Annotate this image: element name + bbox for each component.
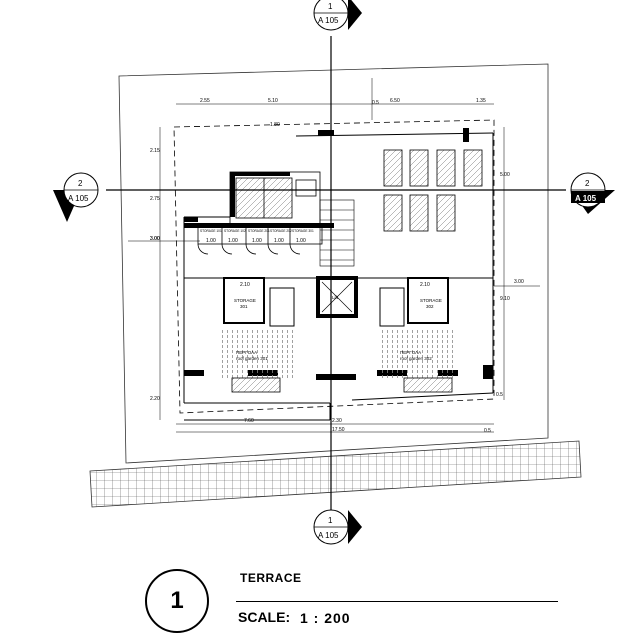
dim-top-stair: 1.80 <box>270 122 280 128</box>
dim-bottom-2: 2.30 <box>332 418 342 424</box>
street-strip <box>89 440 582 508</box>
pergola-302-label: ΠΕΡΓΟΛΑ <box>400 350 421 355</box>
storage-labels: STORAGE 101 STORAGE 102 STORAGE 201 STOR… <box>200 229 314 233</box>
detail-number-circle: 1 <box>145 569 209 633</box>
section-bottom-number: 1 <box>328 516 333 525</box>
plot-boundary <box>118 63 549 464</box>
storage-301-number: 301 <box>240 304 248 309</box>
storage-label-201: STORAGE 201 <box>248 229 270 233</box>
pergola-301-label: ΠΕΡΓΟΛΑ <box>236 350 257 355</box>
storage-302-number: 302 <box>426 304 434 309</box>
room-labels: STORAGE 301 STORAGE 302 ΠΕΡΓΟΛΑ roof gar… <box>234 295 442 361</box>
storage-label-102: STORAGE 102 <box>224 229 246 233</box>
dim-top-3: 6.50 <box>390 98 400 104</box>
dim-left-storage: 3.00 <box>150 236 160 242</box>
section-right-number: 2 <box>585 179 590 188</box>
section-marker-right: 2 A 105 <box>570 172 615 214</box>
scale-label: SCALE: <box>238 609 291 625</box>
dim-storage-w-2: 2.10 <box>420 282 430 288</box>
dim-right-1: 5.00 <box>500 172 510 178</box>
dim-bottom-1: 7.60 <box>244 418 254 424</box>
section-bottom-sheet: A 105 <box>318 531 339 540</box>
storage-width-5: 1.00 <box>296 238 306 244</box>
storage-room-302 <box>379 277 449 327</box>
dim-top-2: 5.10 <box>268 98 278 104</box>
dim-right-3: 3.00 <box>514 279 524 285</box>
pergola-301 <box>220 330 296 393</box>
section-lines <box>106 36 566 510</box>
lift <box>316 276 358 318</box>
scale-value: 1 : 200 <box>300 610 351 626</box>
dim-small-1: 0.5 <box>484 428 491 434</box>
dim-bottom-3: 17.50 <box>332 427 345 433</box>
dim-left-4: 2.20 <box>150 396 160 402</box>
dim-small-2: 0.5 <box>496 392 503 398</box>
dim-storage-w-1: 2.10 <box>240 282 250 288</box>
storage-row <box>197 225 323 255</box>
dim-top-4: 1.35 <box>476 98 486 104</box>
section-marker-left: 2 A 105 <box>53 172 99 222</box>
storage-label-202: STORAGE 202 <box>270 229 292 233</box>
storage-label-301: STORAGE 301 <box>292 229 314 233</box>
dim-top-vert: 0.5 <box>372 100 379 106</box>
pergola-302-sub: roof garden 302 <box>400 356 432 361</box>
setback-line <box>173 119 495 414</box>
stair-core <box>229 171 321 225</box>
dim-left-3: 3.00 <box>150 236 160 242</box>
storage-width-1: 1.00 <box>206 238 216 244</box>
section-top-sheet: A 105 <box>318 16 339 25</box>
title-divider <box>236 601 558 602</box>
detail-number: 1 <box>170 587 184 614</box>
storage-width-4: 1.00 <box>274 238 284 244</box>
dim-left-1: 2.15 <box>150 148 160 154</box>
storage-302-label: STORAGE <box>420 298 442 303</box>
dim-top-1: 2.55 <box>200 98 210 104</box>
section-right-sheet: A 105 <box>575 194 597 203</box>
section-left-sheet: A 105 <box>68 194 89 203</box>
storage-widths: 1.00 1.00 1.00 1.00 1.00 <box>206 238 306 244</box>
section-top-number: 1 <box>328 2 333 11</box>
storage-label-101: STORAGE 101 <box>200 229 222 233</box>
dim-left-2: 2.75 <box>150 196 160 202</box>
dimension-labels: 2.55 5.10 6.50 1.35 1.80 0.5 2.15 2.75 3… <box>150 98 524 434</box>
section-left-number: 2 <box>78 179 83 188</box>
section-marker-top: 1 A 105 <box>313 0 362 31</box>
pergola-301-sub: roof garden 301 <box>236 356 268 361</box>
storage-width-2: 1.00 <box>228 238 238 244</box>
drawing-title: TERRACE <box>240 571 302 585</box>
dimension-lines <box>128 78 540 433</box>
dim-right-2: 9.10 <box>500 296 510 302</box>
pergola-302 <box>380 330 456 393</box>
lift-label: Lift <box>332 295 339 300</box>
storage-301-label: STORAGE <box>234 298 256 303</box>
solar-panels <box>383 149 483 232</box>
storage-width-3: 1.00 <box>252 238 262 244</box>
stair-hall <box>319 199 355 267</box>
storage-room-301 <box>223 277 295 327</box>
section-marker-bottom: 1 A 105 <box>313 509 362 545</box>
